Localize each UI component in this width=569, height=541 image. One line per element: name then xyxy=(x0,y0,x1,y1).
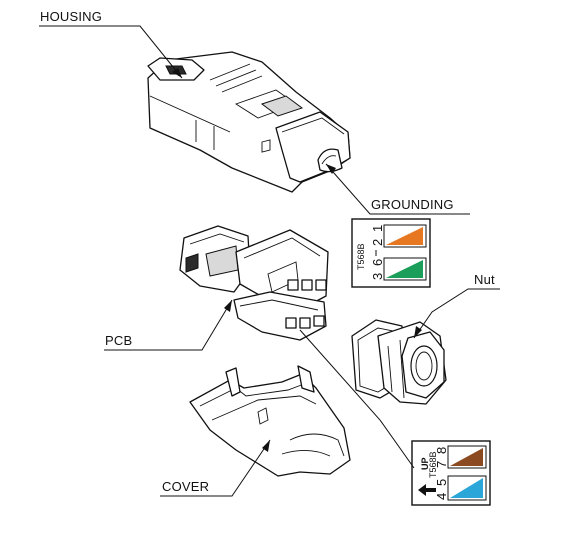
wiring-inset-bottom: UP T568B 4 5 7 8 xyxy=(411,440,491,506)
wiring-inset-top: T568B 3 6 2 1 xyxy=(351,218,431,288)
standard-label-top: T568B xyxy=(356,243,366,270)
grounding-label: GROUNDING xyxy=(371,197,454,212)
pin-label: 1 xyxy=(370,225,385,232)
blue-wire xyxy=(450,478,483,498)
standard-label-bottom: T568B xyxy=(428,451,438,478)
pcb-module-part xyxy=(179,225,329,341)
pin-label: 3 xyxy=(370,273,385,280)
brown-wire xyxy=(450,448,483,466)
nut-label: Nut xyxy=(474,272,495,287)
pin-label: 6 xyxy=(370,259,385,266)
nut-part xyxy=(351,319,447,405)
arrow-icon xyxy=(418,484,436,496)
pcb-label: PCB xyxy=(105,333,132,348)
pin-label: 8 xyxy=(434,447,449,454)
cover-label: COVER xyxy=(162,479,209,494)
housing-part xyxy=(147,51,351,193)
cover-part xyxy=(189,365,351,477)
pin-label: 5 xyxy=(434,479,449,486)
pin-label: 2 xyxy=(370,239,385,246)
pin-label: 7 xyxy=(434,461,449,468)
pin-label: 4 xyxy=(434,493,449,500)
housing-label: HOUSING xyxy=(40,9,102,24)
green-wire xyxy=(386,260,423,278)
leader-lines xyxy=(39,25,500,497)
up-label: UP xyxy=(420,457,430,470)
orange-wire xyxy=(386,227,423,245)
